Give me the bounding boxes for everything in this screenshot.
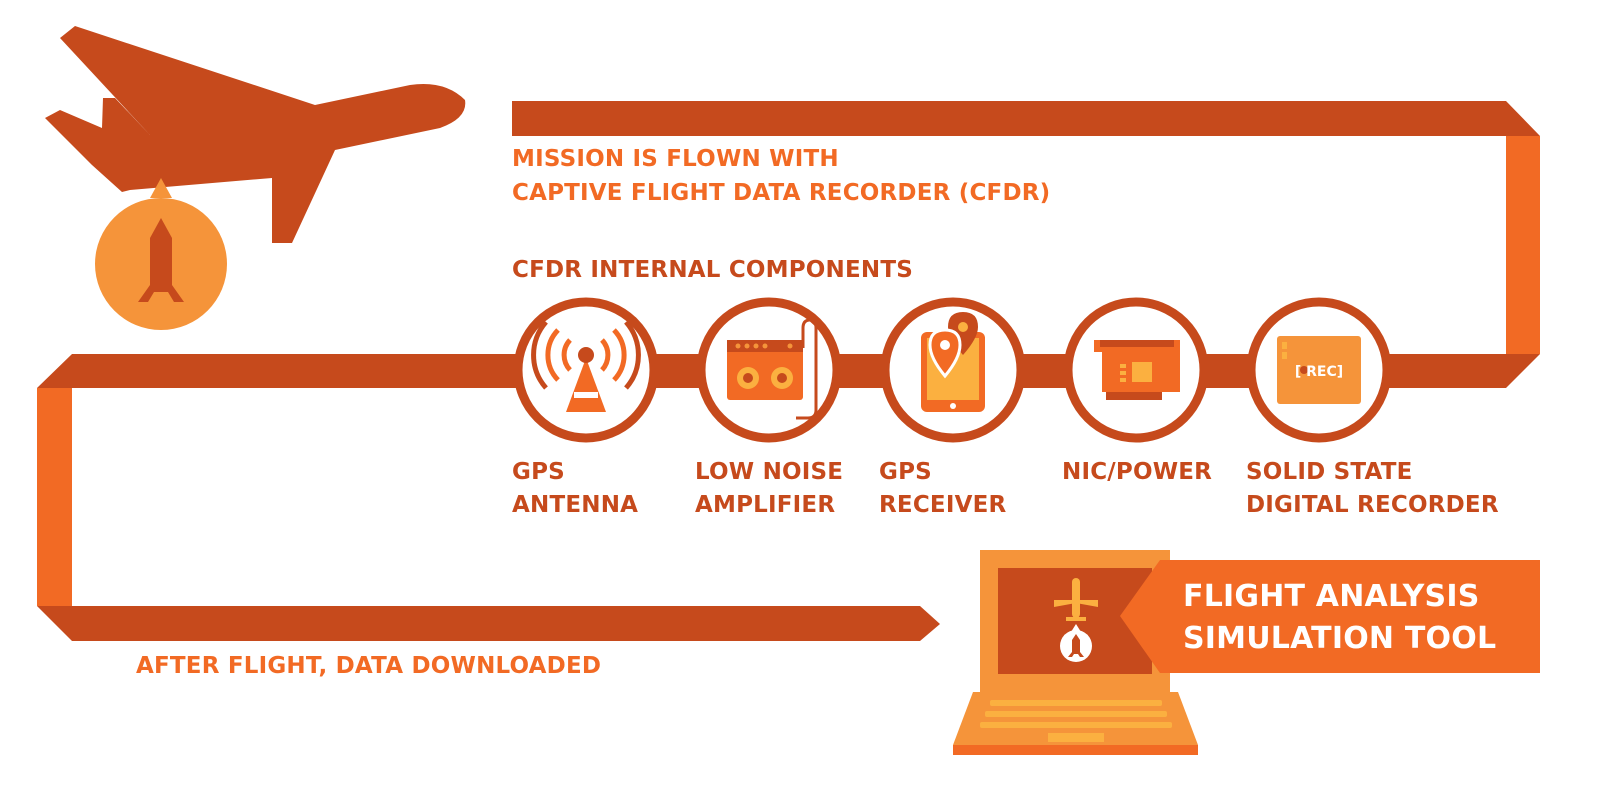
- ribbon-middle-left-fold: [37, 354, 72, 388]
- component-label-line-1: GPS: [512, 459, 565, 485]
- tool-label-line-2: SIMULATION TOOL: [1183, 621, 1497, 656]
- laptop-airplane-icon: [1054, 578, 1098, 621]
- laptop-trackpad: [1048, 733, 1104, 742]
- tool-banner: [1120, 560, 1540, 673]
- component-label-line-1: SOLID STATE: [1246, 459, 1413, 485]
- component-label-line-1: LOW NOISE: [695, 459, 844, 485]
- component-icons: [ REC]: [513, 297, 1392, 443]
- record-dot-icon: [1300, 366, 1308, 374]
- mission-line-1: MISSION IS FLOWN WITH: [512, 146, 839, 172]
- mission-line-2: CAPTIVE FLIGHT DATA RECORDER (CFDR): [512, 180, 1051, 206]
- component-circle-amplifier: [696, 297, 842, 443]
- component-circle-gps-receiver: [880, 297, 1026, 443]
- component-circle-recorder: [ REC]: [1246, 297, 1392, 443]
- ribbon-bottom-left-fold: [37, 606, 72, 641]
- component-label-amplifier: LOW NOISE AMPLIFIER: [695, 456, 843, 522]
- gps-receiver-icon: [921, 312, 985, 412]
- component-label-line-2: ANTENNA: [512, 492, 639, 518]
- component-circle-nic-power: [1063, 297, 1209, 443]
- after-flight-label: AFTER FLIGHT, DATA DOWNLOADED: [136, 653, 602, 679]
- component-label-recorder: SOLID STATE DIGITAL RECORDER: [1246, 456, 1499, 522]
- ribbon-right-vertical: [1506, 136, 1540, 354]
- ribbon-left-vertical: [37, 388, 72, 606]
- component-circle-gps-antenna: [513, 297, 659, 443]
- laptop-missile-icon: [1068, 634, 1084, 657]
- amplifier-icon: [727, 318, 818, 420]
- component-label-gps-antenna: GPS ANTENNA: [512, 456, 638, 522]
- component-label-line-2: AMPLIFIER: [695, 492, 836, 518]
- components-heading: CFDR INTERNAL COMPONENTS: [512, 257, 914, 283]
- missile-icon: [138, 218, 184, 302]
- laptop-missile-badge: [1060, 624, 1092, 662]
- component-label-line-1: NIC/POWER: [1062, 459, 1213, 485]
- badge-pointer: [150, 178, 172, 198]
- component-label-line-1: GPS: [879, 459, 932, 485]
- component-label-line-2: RECEIVER: [879, 492, 1007, 518]
- ribbon-bottom-arrow: [72, 606, 940, 641]
- mission-label: MISSION IS FLOWN WITH CAPTIVE FLIGHT DAT…: [512, 142, 1050, 210]
- airplane-icon: [45, 26, 466, 243]
- component-label-gps-receiver: GPS RECEIVER: [879, 456, 1006, 522]
- tool-label-line-1: FLIGHT ANALYSIS: [1183, 579, 1480, 614]
- component-label-nic-power: NIC/POWER: [1062, 456, 1212, 489]
- tool-label: FLIGHT ANALYSIS SIMULATION TOOL: [1183, 576, 1496, 660]
- recorder-icon: [ REC]: [1277, 336, 1361, 404]
- laptop-bottom-edge: [953, 745, 1198, 755]
- recorder-badge-text: [ REC]: [1295, 364, 1343, 380]
- antenna-icon: [531, 320, 641, 412]
- ribbon-top-band: [512, 101, 1506, 136]
- laptop-keys: [980, 700, 1172, 728]
- component-label-line-2: DIGITAL RECORDER: [1246, 492, 1499, 518]
- missile-badge: [95, 178, 227, 330]
- ribbon-bottom-right-fold: [1506, 354, 1540, 388]
- ribbon-top-right-fold: [1506, 101, 1540, 136]
- circuit-board-icon: [1094, 340, 1180, 400]
